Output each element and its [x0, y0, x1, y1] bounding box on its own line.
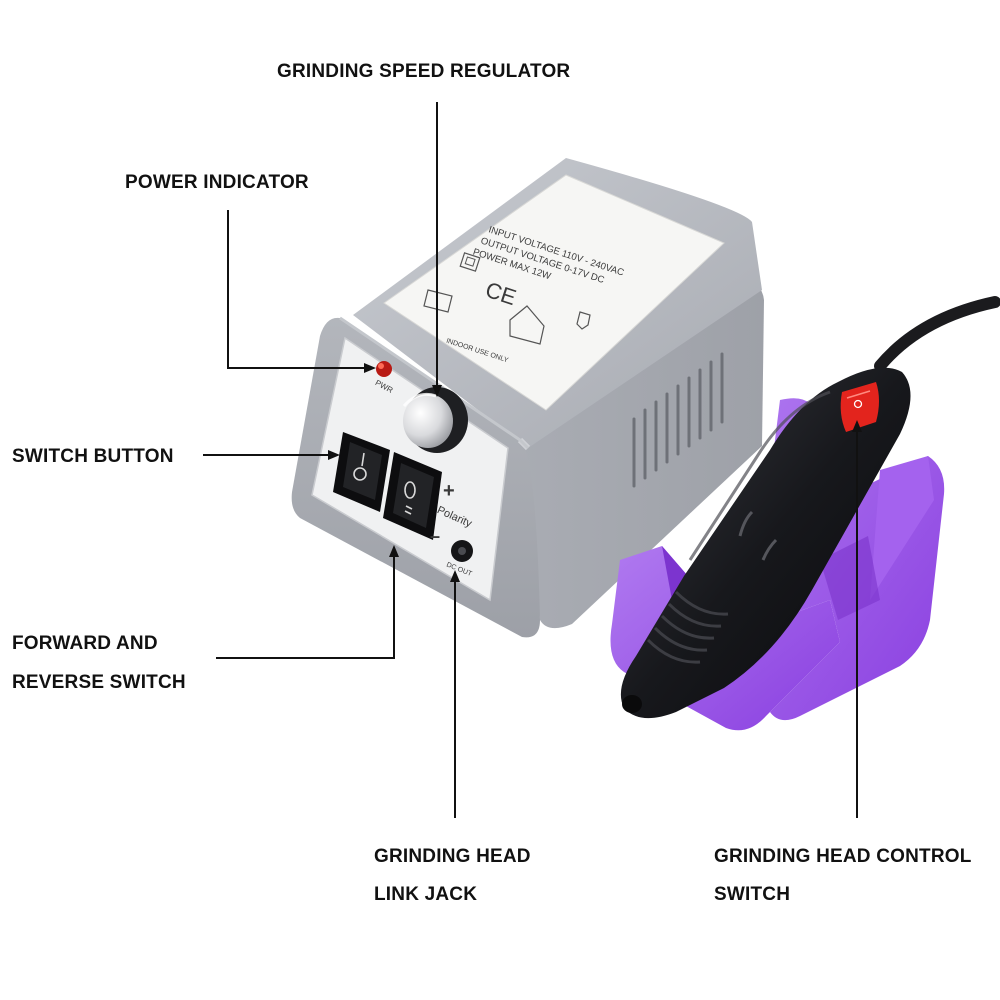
plus-sign: +: [443, 480, 455, 502]
double-insulation-icon: [459, 252, 481, 272]
house-icon: [509, 305, 545, 345]
power-cord: [874, 296, 1000, 372]
spec-label: INPUT VOLTAGE 110V - 240VAC OUTPUT VOLTA…: [383, 174, 725, 411]
label-power-indicator: POWER INDICATOR: [125, 172, 309, 193]
label-control-switch-line2: SWITCH: [714, 884, 791, 905]
handpiece-tip: [622, 695, 642, 713]
leader-lines: [203, 102, 862, 818]
direction-rocker-switch[interactable]: [383, 452, 442, 540]
label-control-switch-line1: GRINDING HEAD CONTROL: [714, 846, 972, 867]
leader-power-indicator: [227, 210, 366, 369]
label-link-jack-line1: GRINDING HEAD: [374, 846, 531, 867]
grip-rings: [646, 590, 729, 664]
leader-forward-reverse: [216, 555, 395, 659]
handpiece-red-switch[interactable]: [840, 382, 879, 432]
label-switch-button: SWITCH BUTTON: [12, 446, 174, 467]
transformer-icon: [423, 289, 453, 313]
label-link-jack-line2: LINK JACK: [374, 884, 478, 905]
speed-knob[interactable]: [402, 387, 468, 453]
label-control-switch: GRINDING HEAD CONTROL SWITCH: [714, 838, 972, 914]
power-rocker-switch[interactable]: [333, 432, 390, 512]
minus-sign: –: [430, 526, 440, 546]
label-forward-reverse-line2: REVERSE SWITCH: [12, 672, 186, 693]
shield-mark-icon: [576, 311, 591, 330]
handpiece: [620, 296, 1000, 719]
label-link-jack: GRINDING HEAD LINK JACK: [374, 838, 531, 914]
label-forward-reverse: FORWARD AND REVERSE SWITCH: [12, 624, 186, 702]
box-side-face: [520, 278, 764, 629]
vent-slots: [632, 352, 724, 488]
label-speed-regulator: GRINDING SPEED REGULATOR: [277, 61, 571, 82]
label-forward-reverse-line1: FORWARD AND: [12, 633, 158, 654]
control-box: INPUT VOLTAGE 110V - 240VAC OUTPUT VOLTA…: [291, 158, 764, 638]
